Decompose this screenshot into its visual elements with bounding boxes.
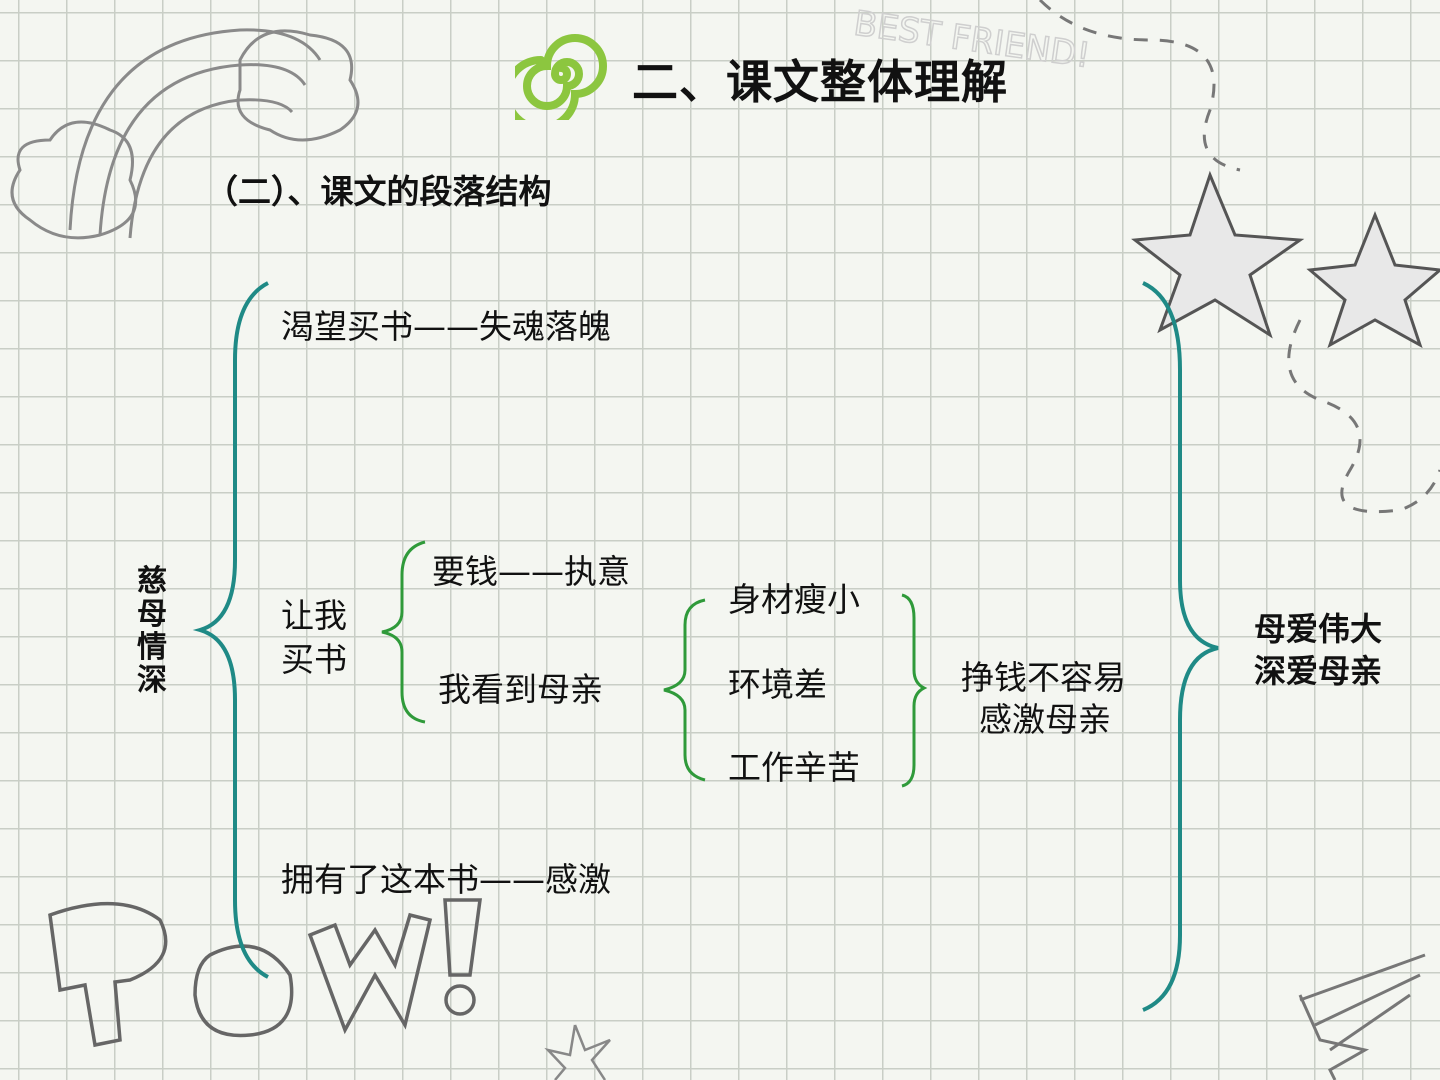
small-star-doodle [544, 1024, 611, 1080]
part2-label-line-1: 让我 [281, 596, 347, 635]
comet-doodle [1298, 953, 1426, 1080]
mother-item-1: 身材瘦小 [728, 580, 860, 619]
mother-items-brace [663, 598, 706, 782]
part2-sub1-text: 要钱——执意 [432, 552, 630, 591]
mother-item-3: 工作辛苦 [728, 748, 860, 787]
part2-label-line-2: 买书 [281, 640, 347, 679]
stars-doodle [1131, 170, 1440, 349]
dashed-path-doodle [1038, 0, 1440, 514]
section-subtitle: （二）、课文的段落结构 [205, 172, 552, 211]
theme-line-1: 母爱伟大 [1254, 610, 1383, 648]
left-vertical-label: 慈母 情 深 [132, 565, 172, 697]
page-title: 二、课文整体理解 [632, 55, 1008, 109]
theme-line-2: 深爱母亲 [1254, 652, 1383, 690]
left-label-line-1: 慈母 [137, 564, 167, 632]
left-label-line-3: 深 [137, 663, 167, 698]
spiral-icon [515, 34, 607, 120]
part1-text: 渴望买书——失魂落魄 [281, 307, 611, 346]
part3-text: 拥有了这本书——感激 [281, 860, 611, 899]
conclusion-line-1: 挣钱不容易 [961, 658, 1126, 697]
right-big-brace [1142, 281, 1219, 1012]
left-big-brace [192, 281, 269, 979]
mother-items-close-brace [901, 593, 928, 788]
pow-doodle [48, 898, 482, 1048]
left-label-line-2: 情 [137, 630, 167, 665]
buy-book-brace [381, 540, 426, 724]
conclusion-line-2: 感激母亲 [979, 700, 1111, 739]
mother-item-2: 环境差 [728, 665, 827, 704]
part2-sub2-text: 我看到母亲 [438, 670, 603, 709]
